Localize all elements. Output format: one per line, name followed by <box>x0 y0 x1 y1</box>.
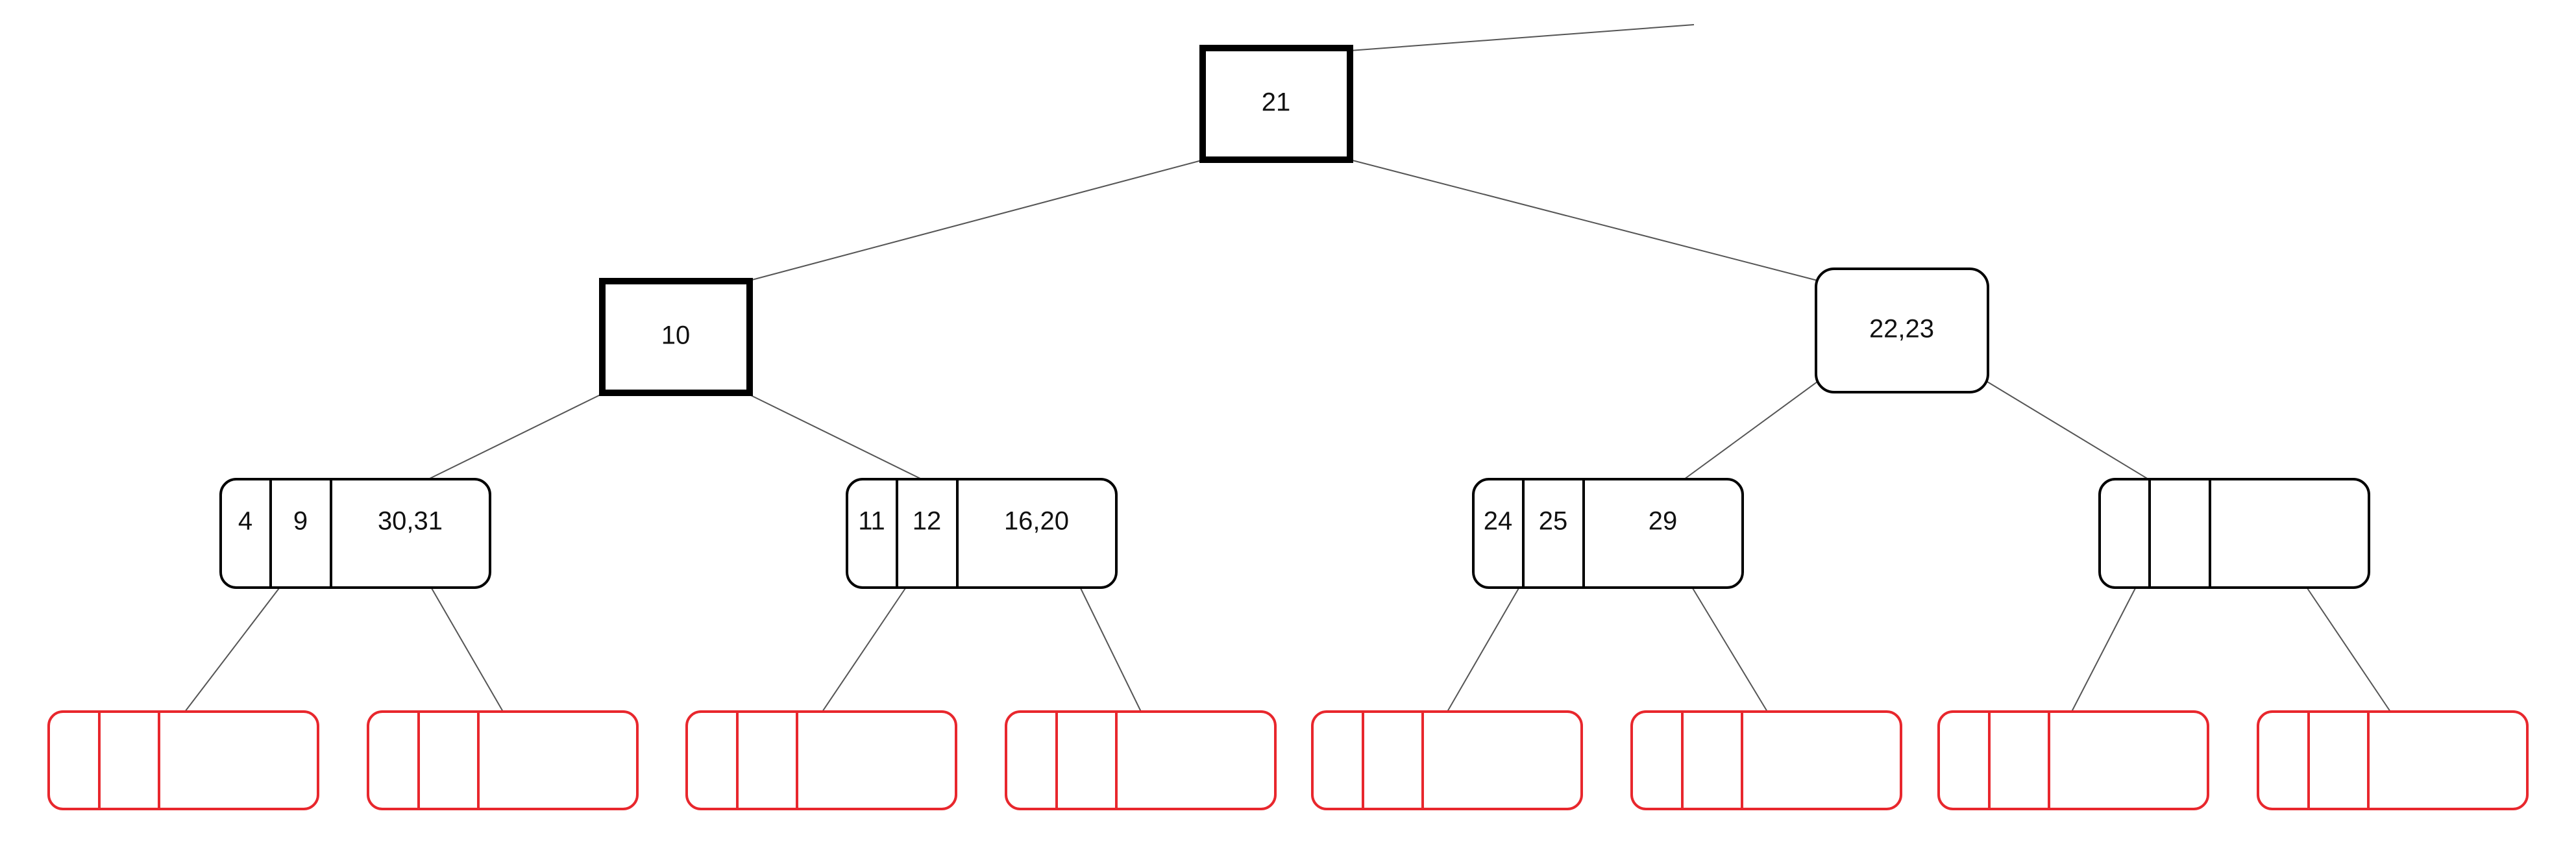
node-right: 22,23 <box>1815 268 1989 393</box>
edge-left-node2 <box>749 394 922 480</box>
level2-node-3-cell-3: 29 <box>1649 507 1678 536</box>
level2-node-1-cell-3: 30,31 <box>378 507 443 536</box>
level2-node-3-cell-2: 25 <box>1539 507 1568 536</box>
empty-leaf-8 <box>2257 710 2529 810</box>
edge-node3-leaf5 <box>1447 588 1519 712</box>
empty-leaf-4 <box>1005 710 1277 810</box>
level2-node-1-cell-1: 4 <box>238 507 252 536</box>
edge-node3-leaf6 <box>1692 588 1768 712</box>
edge-root-left <box>749 159 1205 281</box>
edges <box>184 24 2391 712</box>
level2-node-2-cell-2: 12 <box>913 507 942 536</box>
empty-leaf-1 <box>47 710 319 810</box>
empty-leaf-3 <box>685 710 957 810</box>
node-root: 21 <box>1199 45 1353 163</box>
edge-node2-leaf3 <box>822 588 906 712</box>
empty-leaf-2 <box>367 710 639 810</box>
empty-leaf-7 <box>1937 710 2209 810</box>
edge-right-node4 <box>1987 381 2149 480</box>
empty-leaves <box>47 710 2529 810</box>
level2-node-2: 11 12 16,20 <box>846 478 1118 589</box>
node-left: 10 <box>599 278 753 396</box>
edge-root-parent <box>1349 24 1695 51</box>
level2-node-2-cell-3: 16,20 <box>1004 507 1069 536</box>
level2-node-1-cell-2: 9 <box>293 507 308 536</box>
level2-node-4 <box>2098 478 2370 589</box>
edge-right-node3 <box>1684 381 1818 480</box>
empty-leaf-6 <box>1630 710 1902 810</box>
node-root-label: 21 <box>1262 88 1291 117</box>
edge-node1-leaf2 <box>431 588 504 712</box>
level2-node-2-cell-1: 11 <box>858 507 885 536</box>
level2-node-3: 24 25 29 <box>1472 478 1744 589</box>
level2-node-3-cell-1: 24 <box>1484 507 1513 536</box>
node-left-label: 10 <box>661 321 691 350</box>
edge-node2-leaf4 <box>1080 588 1142 712</box>
level2-node-1: 4 9 30,31 <box>219 478 491 589</box>
edge-node4-leaf7 <box>2071 588 2136 712</box>
edge-node4-leaf8 <box>2307 588 2391 712</box>
edge-node1-leaf1 <box>184 588 280 712</box>
empty-leaf-5 <box>1311 710 1583 810</box>
edge-left-node1 <box>428 394 601 480</box>
node-right-label: 22,23 <box>1869 315 1934 343</box>
edge-root-right <box>1349 159 1818 281</box>
